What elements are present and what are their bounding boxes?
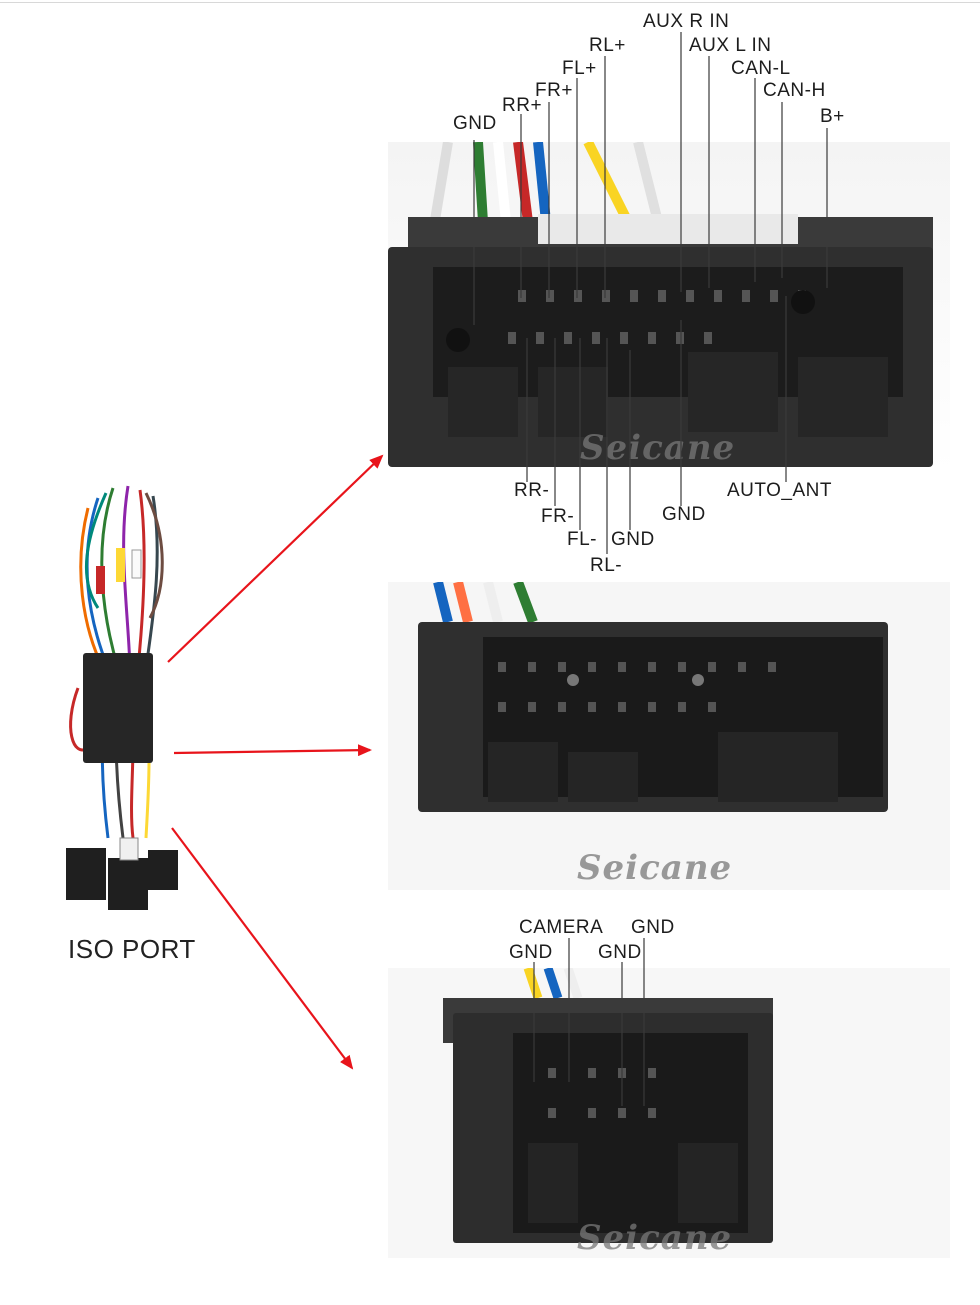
pin-label-rl-plus: RL+ (589, 35, 626, 56)
pin-label-can-l: CAN-L (731, 58, 791, 79)
pin-label-b-plus: B+ (820, 106, 845, 127)
pin-label-fl-minus: FL- (567, 529, 597, 550)
pin-label-rr-plus: RR+ (502, 95, 543, 116)
pin-label-gnd-mid: GND (662, 504, 706, 525)
pin-label-fr-plus: FR+ (535, 80, 573, 101)
arrow-to-connector-1 (167, 454, 384, 663)
pin-label-gnd-c3-middle: GND (598, 942, 642, 963)
watermark-2: Seicane (577, 848, 733, 888)
pin-label-gnd-top: GND (453, 113, 497, 134)
pin-label-camera: CAMERA (519, 917, 604, 938)
watermark-1: Seicane (580, 428, 736, 468)
top-divider (0, 2, 980, 3)
pin-label-aux-r-in: AUX R IN (643, 11, 730, 32)
connector-2-photo (388, 582, 950, 890)
connector-3-photo (388, 968, 950, 1258)
pin-label-fl-plus: FL+ (562, 58, 597, 79)
iso-port-caption: ISO PORT (68, 934, 196, 964)
pin-label-aux-l-in: AUX L IN (689, 35, 772, 56)
arrow-to-connector-2 (173, 744, 372, 757)
pin-label-rl-minus: RL- (590, 555, 623, 576)
pin-label-gnd-c3-right-top: GND (631, 917, 675, 938)
pin-label-gnd-bottom: GND (611, 529, 655, 550)
connector-1-photo (388, 142, 950, 472)
pin-label-fr-minus: FR- (541, 506, 575, 527)
iso-harness-photo (58, 478, 188, 928)
arrow-to-connector-3 (171, 827, 354, 1070)
pin-label-gnd-c3-left: GND (509, 942, 553, 963)
watermark-3: Seicane (577, 1218, 733, 1258)
pin-label-auto-ant: AUTO_ANT (727, 480, 833, 501)
pin-label-rr-minus: RR- (514, 480, 550, 501)
pin-label-can-h: CAN-H (763, 80, 826, 101)
